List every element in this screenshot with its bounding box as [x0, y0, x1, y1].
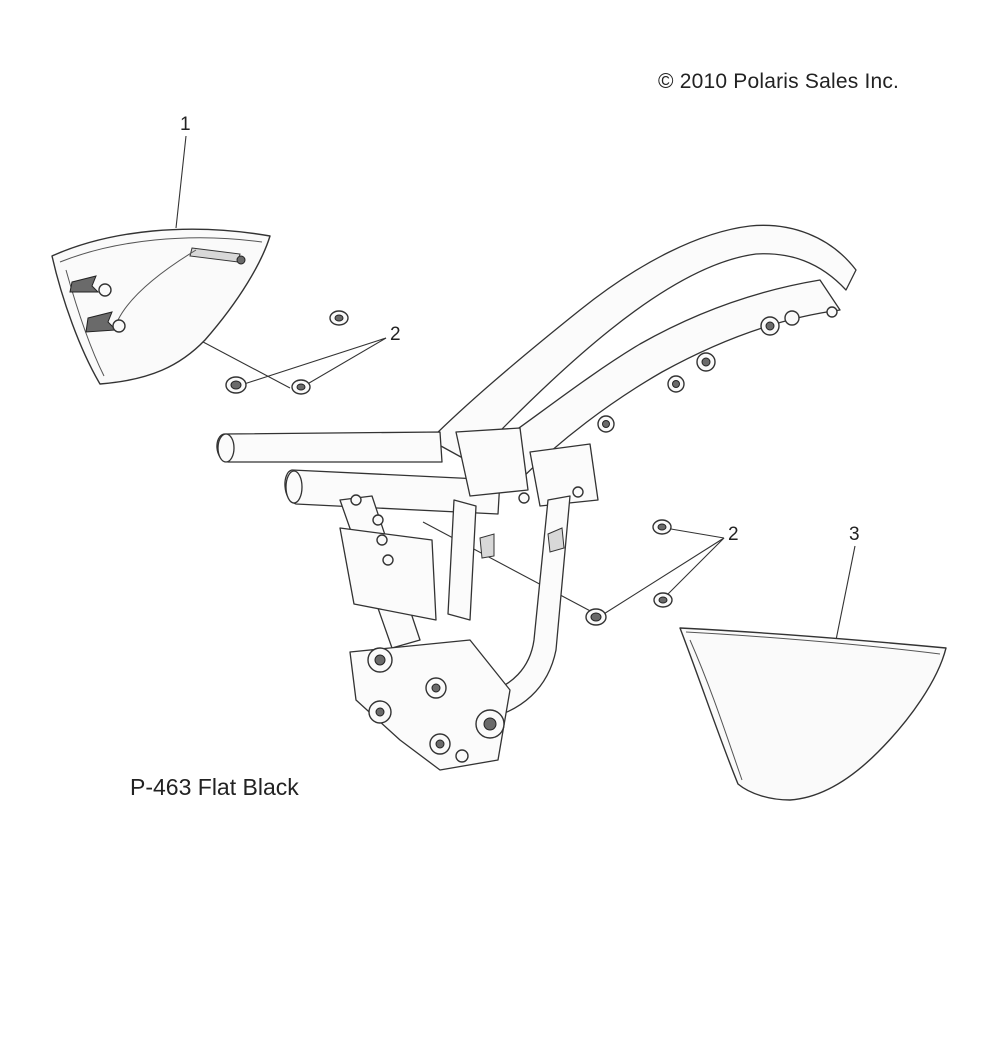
leader-lines	[104, 135, 856, 641]
callout-3: 3	[849, 524, 860, 545]
callout-2-upper: 2	[390, 324, 401, 345]
grommet-lower-a	[652, 519, 672, 535]
copyright-notice: © 2010 Polaris Sales Inc.	[658, 70, 900, 93]
grommet-lower-c	[585, 608, 607, 626]
motorcycle-frame	[216, 224, 857, 771]
side-cover-left-part-1	[51, 228, 271, 385]
grommet-upper-b	[225, 376, 247, 394]
paint-code-caption: P-463 Flat Black	[130, 774, 299, 800]
callout-2-lower: 2	[728, 524, 739, 545]
grommets-part-2	[225, 310, 673, 626]
grommet-lower-b	[653, 592, 673, 608]
side-cover-right-part-3	[679, 627, 947, 801]
grommet-upper-c	[291, 379, 311, 395]
grommet-upper-a	[329, 310, 349, 326]
callout-1: 1	[180, 114, 191, 135]
